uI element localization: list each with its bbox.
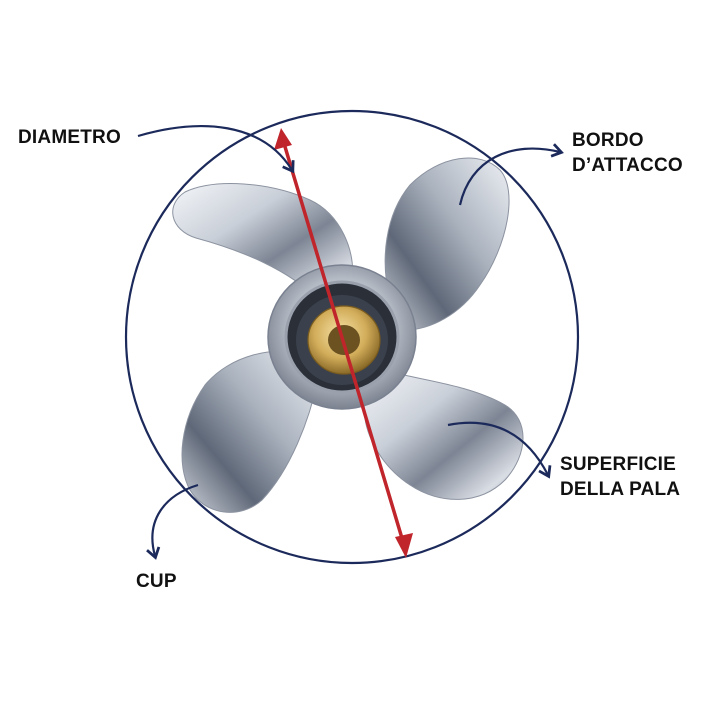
blade-lower-right: [363, 371, 524, 500]
callout-bordo: [458, 143, 564, 206]
label-superficie-line2: DELLA PALA: [560, 479, 681, 500]
label-superficie-della-pala: SUPERFICIE DELLA PALA: [560, 452, 680, 502]
label-superficie-line1: SUPERFICIE: [560, 454, 677, 475]
blade-upper-left: [172, 183, 354, 301]
diameter-circle: [124, 109, 580, 565]
diameter-arrowhead-bottom: [395, 533, 413, 558]
label-cup: CUP: [136, 571, 177, 592]
blade-lower-left: [181, 350, 319, 513]
label-diametro: DIAMETRO: [18, 127, 121, 148]
label-bordo-line1: BORDO: [572, 130, 644, 151]
label-bordo-line2: D’ATTACCO: [572, 155, 683, 176]
diameter-arrowhead-top: [274, 128, 292, 150]
callout-superficie: [447, 421, 552, 479]
callout-diametro: [137, 125, 295, 174]
label-bordo-dattacco: BORDO D’ATTACCO: [572, 128, 683, 178]
diameter-arrow: [274, 128, 413, 558]
blade-upper-right: [384, 157, 510, 331]
propeller-blades: [172, 157, 524, 513]
callout-cup: [146, 483, 199, 560]
